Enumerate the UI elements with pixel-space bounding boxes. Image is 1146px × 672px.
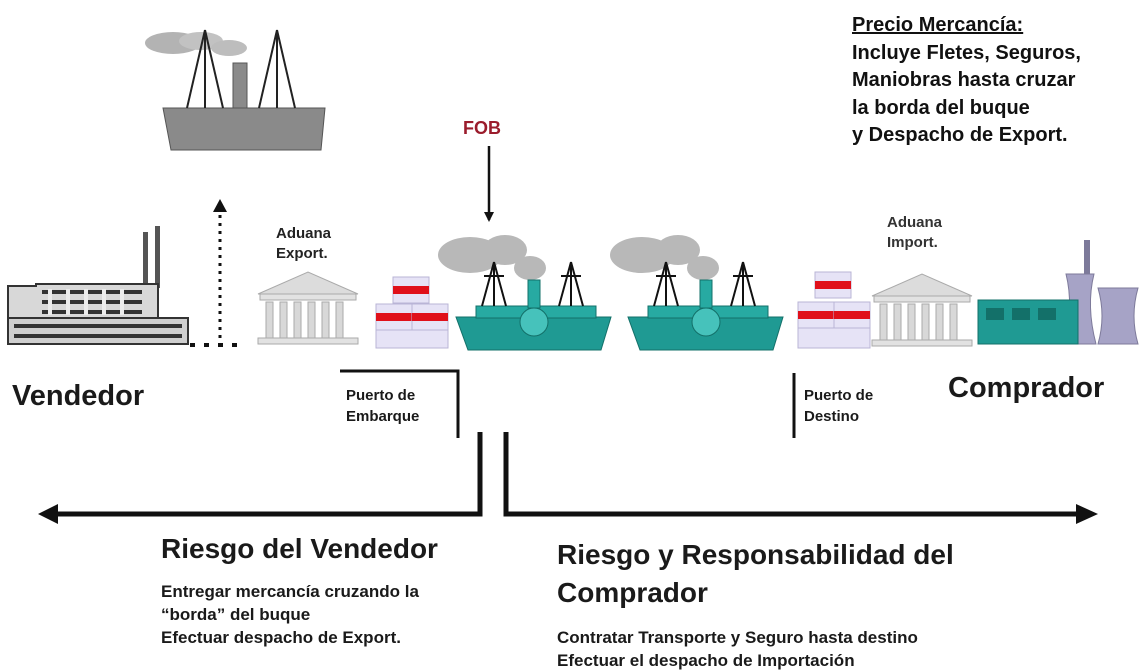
customs-import-line: Import.	[887, 234, 938, 251]
customs-export-icon	[257, 271, 359, 345]
seller-risk-arrow	[46, 432, 483, 517]
buyer-risk-title-line: Riesgo y Responsabilidad del	[557, 539, 954, 570]
customs-import-icon	[871, 273, 973, 347]
smoke-right	[610, 235, 719, 280]
port-destino-line: Puerto de	[804, 387, 874, 404]
price-note-line: la borda del buque	[852, 96, 1030, 119]
buyer-risk-details: Contratar Transporte y Seguro hasta dest…	[557, 626, 918, 672]
port-embarque-line: Puerto de	[346, 387, 416, 404]
customs-import-line: Aduana	[887, 214, 943, 231]
buyer-label: Comprador	[948, 372, 1105, 404]
fob-label: FOB	[463, 118, 501, 138]
customs-export-line: Export.	[276, 245, 328, 262]
seller-risk-line: Efectuar despacho de Export.	[161, 628, 401, 647]
cargo-crates-right-icon	[797, 271, 871, 349]
buyer-risk-title-line: Comprador	[557, 577, 708, 608]
seller-risk-line: Entregar mercancía cruzando la	[161, 582, 419, 601]
customs-export-label: Aduana Export.	[276, 224, 331, 264]
bracket-embarque	[340, 369, 460, 438]
gray-ship-icon	[145, 29, 326, 151]
seller-label: Vendedor	[12, 380, 145, 412]
buyer-risk-line: Efectuar el despacho de Importación	[557, 651, 855, 670]
port-destino-label: Puerto de Destino	[804, 385, 873, 427]
port-embarque-label: Puerto de Embarque	[346, 385, 419, 427]
cargo-crates-left-icon	[375, 276, 449, 349]
dotted-up-arrow	[190, 199, 242, 347]
port-embarque-line: Embarque	[346, 408, 420, 425]
price-note: Precio Mercancía: Incluye Fletes, Seguro…	[852, 12, 1081, 150]
power-plant-icon	[977, 240, 1139, 345]
customs-import-label: Aduana Import.	[887, 213, 942, 253]
price-note-line: Incluye Fletes, Seguros,	[852, 41, 1081, 64]
port-destino-line: Destino	[804, 408, 860, 425]
seller-risk-title: Riesgo del Vendedor	[161, 533, 438, 564]
price-note-line: y Despacho de Export.	[852, 124, 1068, 146]
seller-risk-line: “borda” del buque	[161, 605, 311, 624]
buyer-risk-line: Contratar Transporte y Seguro hasta dest…	[557, 628, 918, 647]
factory-icon	[7, 226, 189, 345]
price-note-line: Maniobras hasta cruzar	[852, 69, 1076, 91]
buyer-risk-title: Riesgo y Responsabilidad del Comprador	[557, 536, 954, 612]
customs-export-line: Aduana	[276, 225, 332, 242]
smoke-left	[438, 235, 546, 280]
buyer-risk-arrow	[503, 432, 1080, 517]
price-note-title: Precio Mercancía:	[852, 14, 1024, 36]
seller-risk-details: Entregar mercancía cruzando la “borda” d…	[161, 580, 419, 649]
